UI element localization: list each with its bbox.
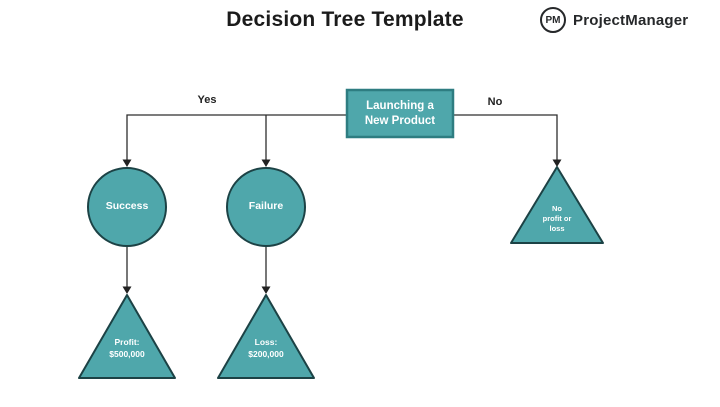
yes-branch-label: Yes — [197, 94, 217, 106]
profit-line1: Profit: — [114, 337, 140, 347]
pm-monogram-icon: PM — [540, 7, 566, 33]
root-node-line2: New Product — [364, 114, 436, 127]
failure-node-label: Failure — [248, 200, 284, 212]
no-profit-node-label: No profit or loss — [517, 204, 597, 234]
no-profit-line2: profit or — [542, 214, 572, 224]
root-node-shape — [345, 88, 455, 139]
arrowhead-failure — [261, 159, 271, 167]
no-branch-label: No — [487, 96, 503, 108]
page-title: Decision Tree Template — [226, 8, 464, 31]
no-profit-line3: loss — [549, 224, 565, 234]
logo-brand-text: ProjectManager — [573, 11, 689, 29]
no-profit-line1: No — [552, 204, 562, 213]
profit-node-label: Profit: $500,000 — [87, 337, 167, 361]
arrowhead-no-profit — [552, 159, 562, 167]
arrowhead-profit — [122, 286, 132, 294]
loss-node-label: Loss: $200,000 — [226, 337, 306, 361]
arrowhead-success — [122, 159, 132, 167]
success-node-label: Success — [105, 200, 149, 212]
profit-line2: $500,000 — [109, 348, 145, 359]
root-node-line1: Launching a — [366, 99, 434, 112]
profit-triangle-shape — [78, 294, 176, 379]
root-node-label: Launching a New Product — [347, 90, 453, 137]
failure-circle-shape — [226, 167, 306, 247]
yes-branch-line — [126, 114, 347, 161]
arrowhead-loss — [261, 286, 271, 294]
success-circle-shape — [87, 167, 167, 247]
loss-line2: $200,000 — [248, 348, 284, 359]
projectmanager-logo: PM ProjectManager — [540, 7, 688, 33]
loss-triangle-shape — [217, 294, 315, 379]
no-profit-triangle-shape — [510, 166, 604, 244]
no-branch-line — [453, 114, 558, 161]
loss-line1: Loss: — [254, 337, 278, 347]
